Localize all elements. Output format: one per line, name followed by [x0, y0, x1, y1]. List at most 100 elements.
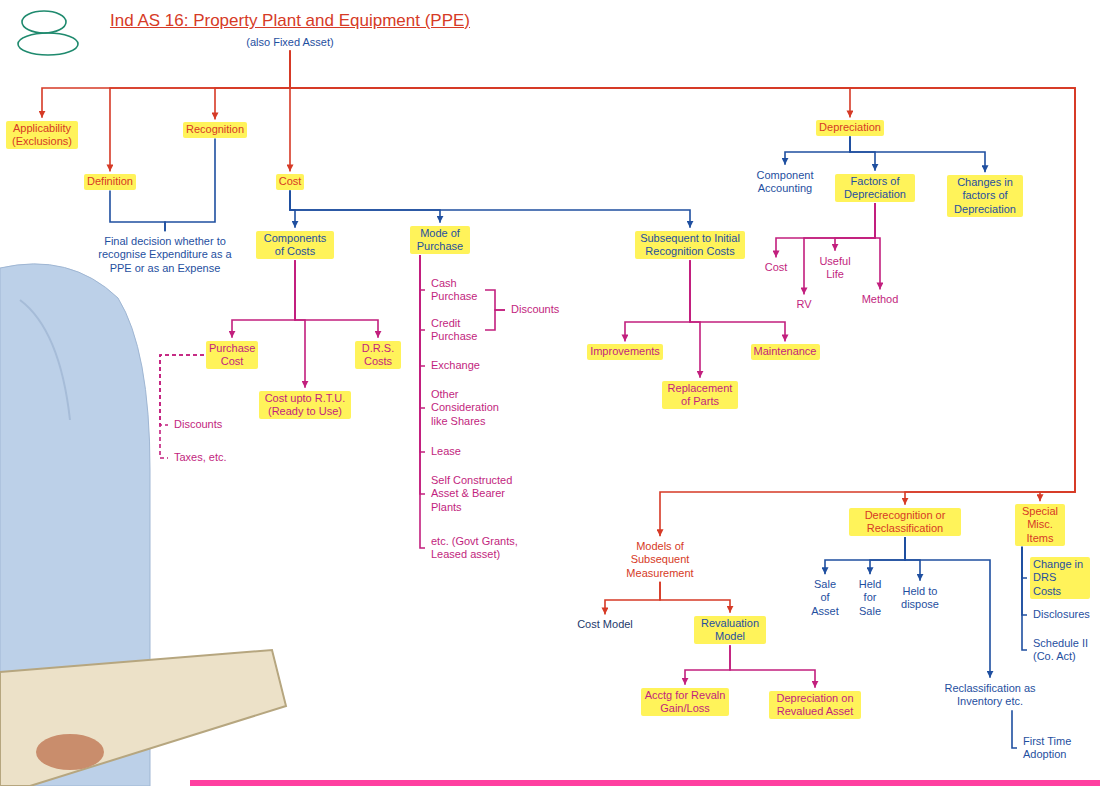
node-label: Applicability (Exclusions): [9, 122, 75, 148]
node-label: Reclassification as Inventory etc.: [944, 682, 1036, 708]
node-label: Method: [862, 293, 899, 306]
topic-node: Taxes, etc.: [171, 450, 230, 465]
node-label: Credit Purchase: [431, 317, 480, 343]
branch-connector: [875, 203, 880, 289]
topic-node: RV: [793, 297, 814, 312]
branch-connector: [660, 582, 730, 613]
highlighted-topic: Improvements: [587, 344, 663, 359]
highlighted-topic: Change in DRS Costs: [1030, 557, 1090, 599]
topic-node: Models of Subsequent Measurement: [619, 539, 701, 581]
node-label: Final decision whether to recognise Expe…: [91, 235, 240, 275]
subtitle: (also Fixed Asset): [110, 36, 470, 49]
branch-connector: [850, 137, 875, 171]
node-label: Cost: [765, 261, 788, 274]
branch-connector: [785, 137, 850, 165]
topic-node: Schedule II (Co. Act): [1030, 636, 1092, 664]
node-label: Mode of Purchase: [413, 227, 467, 253]
shirt-fold: [20, 300, 70, 420]
topic-node: First Time Adoption: [1020, 734, 1082, 762]
highlighted-topic: Changes in factors of Depreciation: [947, 175, 1023, 217]
logo-oval: [18, 33, 78, 55]
node-label: Maintenance: [754, 345, 817, 358]
branch-connector: [850, 137, 985, 173]
highlighted-topic: Revaluation Model: [694, 616, 766, 644]
node-label: Component Accounting: [748, 169, 822, 195]
node-label: Components of Costs: [259, 232, 331, 258]
node-label: Held for Sale: [857, 578, 883, 618]
node-label: Sale of Asset: [811, 578, 839, 618]
node-label: Improvements: [590, 345, 660, 358]
node-label: Cash Purchase: [431, 277, 480, 303]
logo-oval: [22, 11, 66, 33]
node-label: Derecognition or Reclassification: [852, 509, 958, 535]
branch-connector: [290, 51, 850, 118]
highlighted-topic: Components of Costs: [256, 231, 334, 259]
topic-node: Sale of Asset: [808, 577, 842, 619]
highlighted-topic: Maintenance: [751, 344, 820, 359]
node-label: Other Consideration like Shares: [431, 388, 505, 428]
topic-node: Reclassification as Inventory etc.: [941, 681, 1039, 709]
branch-connector: [685, 645, 730, 685]
highlighted-topic: Recognition: [183, 122, 247, 137]
highlighted-topic: D.R.S. Costs: [355, 341, 401, 369]
branch-connector: [625, 260, 690, 341]
branch-connector: [165, 139, 215, 232]
highlighted-topic: Special Misc. Items: [1015, 504, 1065, 546]
node-label: Models of Subsequent Measurement: [622, 540, 698, 580]
node-label: Exchange: [431, 359, 480, 372]
branch-connector: [290, 51, 1075, 501]
node-label: Acctg for Revaln Gain/Loss: [644, 689, 726, 715]
node-label: Lease: [431, 445, 461, 458]
highlighted-topic: Definition: [84, 174, 136, 189]
node-label: Purchase Cost: [209, 342, 255, 368]
node-label: Disclosures: [1033, 608, 1089, 621]
highlighted-topic: Purchase Cost: [206, 341, 258, 369]
presenter-hand: [36, 734, 104, 770]
topic-node: Method: [859, 292, 902, 307]
node-label: Held to dispose: [900, 585, 940, 611]
node-label: Discounts: [511, 303, 559, 316]
node-label: Depreciation on Revalued Asset: [772, 692, 858, 718]
node-label: Changes in factors of Depreciation: [950, 176, 1020, 216]
branch-connector: [295, 260, 378, 338]
tablet: [0, 650, 286, 786]
branch-connector: [290, 51, 1075, 505]
highlighted-topic: Cost: [276, 174, 305, 189]
branch-connector: [295, 260, 305, 388]
node-label: First Time Adoption: [1023, 735, 1079, 761]
highlighted-topic: Depreciation on Revalued Asset: [769, 691, 861, 719]
node-label: RV: [796, 298, 811, 311]
node-label: Revaluation Model: [697, 617, 763, 643]
footer-bar: [190, 780, 1100, 786]
node-label: D.R.S. Costs: [358, 342, 398, 368]
branch-connector: [485, 290, 505, 310]
topic-node: Useful Life: [815, 254, 855, 282]
branch-connector: [160, 355, 204, 458]
branch-connector: [730, 645, 815, 688]
topic-node: Cost Model: [574, 617, 636, 632]
highlighted-topic: Derecognition or Reclassification: [849, 508, 961, 536]
node-label: Factors of Depreciation: [838, 175, 912, 201]
node-label: Self Constructed Asset & Bearer Plants: [431, 474, 517, 514]
highlighted-topic: Mode of Purchase: [410, 226, 470, 254]
title-node: Ind AS 16: Property Plant and Equipment …: [107, 10, 473, 50]
branch-connector: [290, 51, 1075, 536]
node-label: Cost Model: [577, 618, 633, 631]
topic-node: Discounts: [171, 417, 225, 432]
branch-connector: [825, 537, 905, 574]
branch-connector: [835, 203, 875, 251]
branch-connector: [42, 51, 290, 118]
branch-connector: [605, 582, 660, 615]
node-label: Change in DRS Costs: [1033, 558, 1087, 598]
highlighted-topic: Acctg for Revaln Gain/Loss: [641, 688, 729, 716]
node-label: Replacement of Parts: [665, 382, 735, 408]
topic-node: etc. (Govt Grants, Leased asset): [428, 534, 524, 562]
highlighted-topic: Replacement of Parts: [662, 381, 738, 409]
node-label: Recognition: [186, 123, 244, 136]
branch-connector: [215, 51, 290, 120]
topic-node: Cost: [762, 260, 791, 275]
topic-node: Final decision whether to recognise Expe…: [88, 234, 243, 276]
topic-node: Disclosures: [1030, 607, 1092, 622]
